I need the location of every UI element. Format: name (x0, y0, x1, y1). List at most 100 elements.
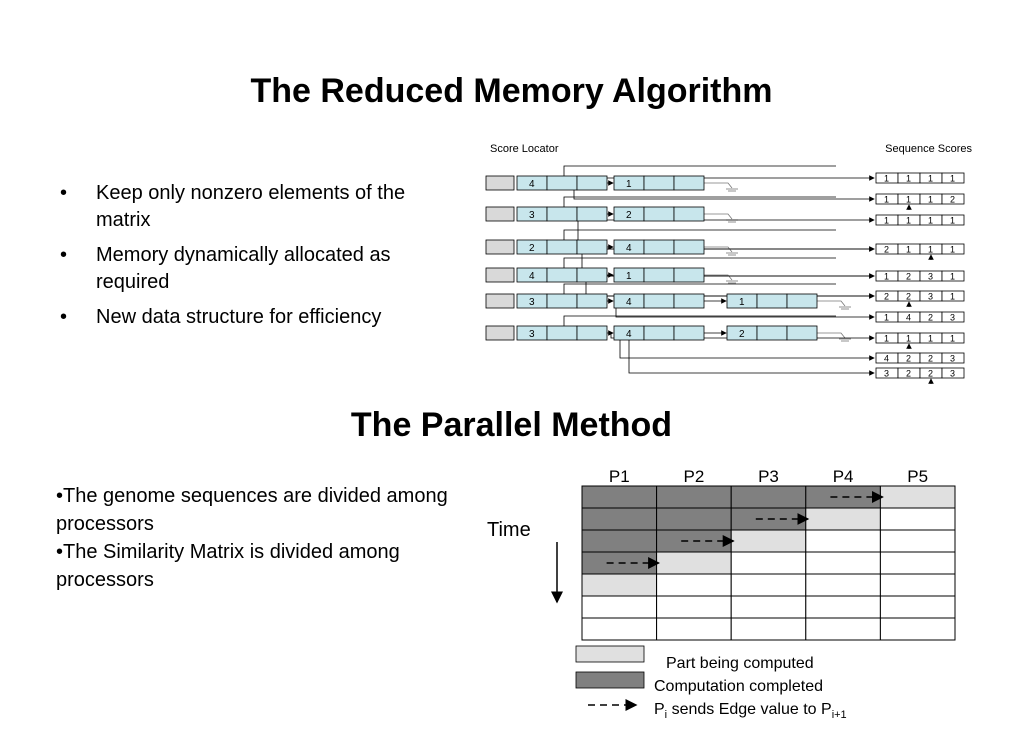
locator-link (563, 165, 836, 178)
locator-node-label: 4 (529, 271, 535, 282)
locator-node-cell (673, 267, 705, 283)
grid-cell-computing (581, 573, 658, 597)
score-value: 1 (906, 195, 911, 205)
locator-node-cell (673, 293, 705, 309)
score-value: 1 (928, 216, 933, 226)
locator-node-label: 2 (626, 210, 632, 221)
locator-node-label: 1 (626, 271, 632, 282)
locator-node-label: 4 (626, 297, 632, 308)
processor-header: P3 (758, 467, 779, 486)
grid-cell-completed (656, 485, 732, 509)
locator-node-label: 4 (626, 243, 632, 254)
grid-cell-empty (656, 595, 732, 619)
score-value: 1 (884, 174, 889, 184)
score-pointer (628, 334, 875, 376)
score-value: 2 (906, 292, 911, 302)
grid-cell-completed (656, 507, 732, 531)
grid-cell-computing (879, 485, 956, 509)
score-value: 1 (928, 195, 933, 205)
score-value: 3 (928, 272, 933, 282)
locator-node-label: 4 (626, 329, 632, 340)
score-value: 2 (928, 313, 933, 323)
score-value: 1 (950, 174, 955, 184)
score-value: 1 (884, 195, 889, 205)
score-value: 1 (884, 272, 889, 282)
locator-node-cell (546, 206, 578, 222)
locator-node-label: 2 (529, 243, 535, 254)
processor-header: P1 (609, 467, 630, 486)
bullet-item: •The Similarity Matrix is divided among … (56, 541, 400, 591)
grid-cell-empty (730, 595, 807, 619)
locator-head-cell (485, 325, 515, 341)
locator-node-cell (673, 175, 705, 191)
processor-header: P4 (833, 467, 854, 486)
locator-node-cell (643, 325, 675, 341)
locator-head-cell (485, 293, 515, 309)
grid-cell-completed (730, 485, 807, 509)
grid-cell-empty (730, 551, 807, 575)
locator-node-cell (786, 293, 818, 309)
slide-title-reduced-memory: The Reduced Memory Algorithm (250, 72, 773, 110)
score-cell (941, 243, 965, 255)
locator-node-cell (546, 239, 578, 255)
score-value: 1 (928, 245, 933, 255)
locator-node-cell (576, 325, 608, 341)
score-cell (941, 352, 965, 364)
grid-cell-empty (805, 529, 881, 553)
locator-node-cell (576, 239, 608, 255)
grid-cell-empty (581, 617, 658, 641)
bullet-item: •Memory dynamically allocated as require… (60, 244, 391, 293)
legend-edge-label: Pi sends Edge value to Pi+1 (654, 701, 847, 721)
locator-node-label: 4 (529, 179, 535, 190)
score-locator-label: Score Locator (490, 143, 559, 155)
grid-cell-empty (879, 507, 956, 531)
score-value: 2 (884, 245, 889, 255)
locator-node-cell (643, 293, 675, 309)
grid-cell-empty (656, 573, 732, 597)
locator-head-cell (485, 239, 515, 255)
score-value: 1 (950, 272, 955, 282)
locator-head-cell (485, 267, 515, 283)
grid-cell-completed (581, 529, 658, 553)
locator-node-label: 1 (739, 297, 745, 308)
locator-node-cell (576, 175, 608, 191)
score-value: 3 (884, 369, 889, 379)
score-cell (941, 193, 965, 205)
locator-node-cell (546, 175, 578, 191)
locator-link (563, 229, 836, 242)
locator-node-cell (546, 325, 578, 341)
grid-cell-empty (581, 595, 658, 619)
grid-cell-empty (730, 573, 807, 597)
grid-cell-empty (879, 551, 956, 575)
score-value: 3 (950, 313, 955, 323)
locator-node-cell (786, 325, 818, 341)
locator-link (563, 283, 836, 296)
grid-cell-empty (879, 529, 956, 553)
locator-node-label: 2 (739, 329, 745, 340)
locator-node-cell (673, 206, 705, 222)
score-cell (941, 311, 965, 323)
score-value: 1 (884, 313, 889, 323)
score-value: 2 (906, 272, 911, 282)
locator-node-cell (756, 325, 788, 341)
locator-node-cell (643, 175, 675, 191)
processor-header: P5 (907, 467, 928, 486)
score-value: 1 (884, 216, 889, 226)
locator-node-cell (576, 206, 608, 222)
locator-node-label: 1 (626, 179, 632, 190)
legend-completed-swatch (575, 671, 645, 689)
locator-node-label: 3 (529, 297, 535, 308)
score-value: 1 (950, 292, 955, 302)
bullet-item: •New data structure for efficiency (60, 306, 382, 328)
score-pointer (619, 334, 875, 361)
locator-node-cell (673, 325, 705, 341)
score-cell (941, 172, 965, 184)
grid-cell-empty (879, 595, 956, 619)
score-value: 2 (928, 369, 933, 379)
grid-cell-empty (879, 573, 956, 597)
score-value: 1 (950, 334, 955, 344)
score-value: 1 (906, 216, 911, 226)
grid-cell-empty (805, 595, 881, 619)
score-value: 1 (906, 334, 911, 344)
grid-cell-empty (805, 551, 881, 575)
